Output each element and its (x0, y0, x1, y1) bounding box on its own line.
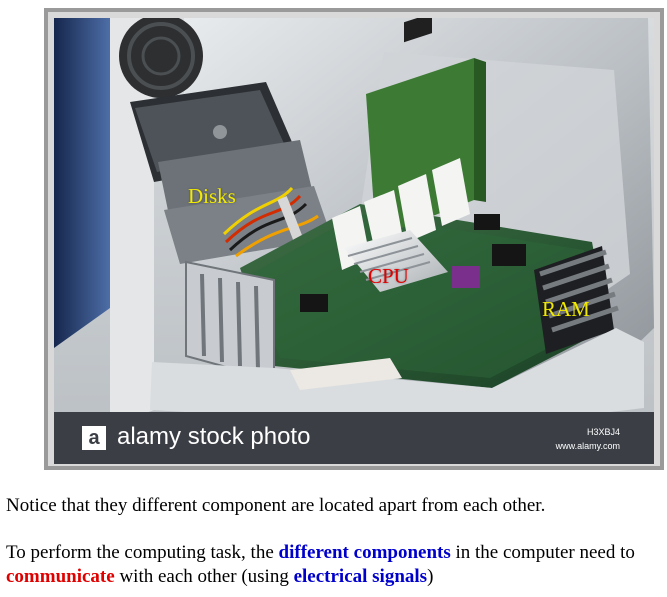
communication-paragraph-part-4: ) (427, 566, 434, 587)
computer-internals-photo-frame: Disks CPU RAM a alamy stock photo H3XBJ4… (44, 8, 664, 470)
communication-paragraph-part-1: To perform the computing task, the (6, 542, 279, 563)
different-components-highlight: different components (278, 542, 451, 563)
communication-paragraph-part-3: with each other (using (114, 566, 294, 587)
watermark-site: www.alamy.com (555, 441, 620, 451)
computer-internals-illustration (54, 18, 654, 464)
notice-paragraph: Notice that they different component are… (6, 495, 546, 516)
watermark-brand-text: alamy stock photo (117, 423, 311, 450)
watermark-image-code: H3XBJ4 (586, 427, 620, 437)
alamy-logo-icon: a (82, 426, 106, 450)
disks-label: Disks (188, 184, 236, 208)
communication-paragraph: To perform the computing task, the diffe… (6, 541, 661, 589)
communicate-highlight: communicate (6, 566, 115, 587)
electrical-signals-highlight: electrical signals (293, 566, 428, 587)
ram-label: RAM (542, 297, 590, 321)
cpu-label: CPU (368, 264, 409, 288)
computer-internals-photo: Disks CPU RAM a alamy stock photo H3XBJ4… (54, 18, 654, 464)
photo-watermark-bar: a alamy stock photo H3XBJ4 www.alamy.com (54, 412, 654, 464)
communication-paragraph-part-2: in the computer need to (450, 542, 635, 563)
